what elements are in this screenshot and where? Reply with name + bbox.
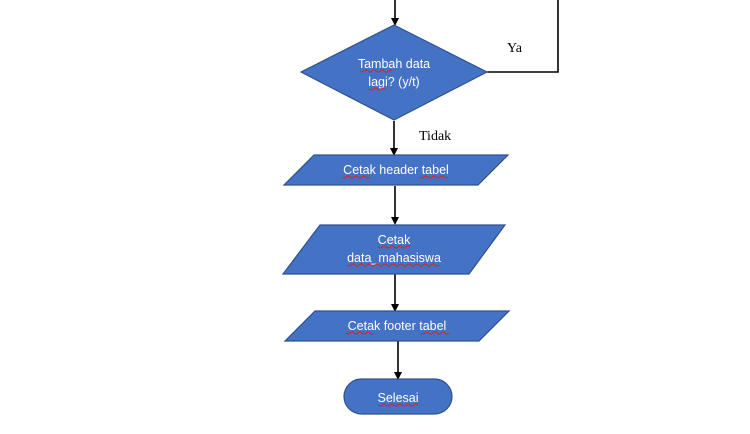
spellcheck-underline: [341, 175, 371, 179]
spellcheck-underline: [368, 87, 386, 91]
print-data-node: Cetak data_mahasiswa: [281, 224, 507, 275]
print-footer-text: Cetak footer tabel: [348, 319, 447, 333]
spellcheck-underline: [359, 69, 393, 73]
spellcheck-underline: [420, 331, 450, 335]
print-data-text-line1: Cetak: [378, 233, 411, 247]
decision-text-line1: Tambah data: [358, 57, 430, 71]
edge-label-no: Tidak: [419, 129, 451, 144]
end-node: Selesai: [343, 378, 453, 415]
print-header-text: Cetak header tabel: [343, 163, 449, 177]
print-data-text-line2: data_mahasiswa: [347, 251, 441, 265]
spellcheck-underline: [419, 175, 449, 179]
spellcheck-underline: [377, 245, 411, 249]
spellcheck-underline: [346, 263, 440, 267]
edge-yes-loop: [487, 0, 559, 73]
print-footer-node: Cetak footer tabel: [283, 310, 511, 342]
decision-node: Tambah data lagi? (y/t): [299, 24, 489, 121]
print-header-node: Cetak header tabel: [282, 154, 510, 186]
decision-text-line2: lagi? (y/t): [368, 75, 419, 89]
spellcheck-underline: [345, 331, 375, 335]
spellcheck-underline: [377, 403, 419, 407]
end-text: Selesai: [378, 391, 419, 405]
edge-label-yes: Ya: [507, 41, 523, 56]
